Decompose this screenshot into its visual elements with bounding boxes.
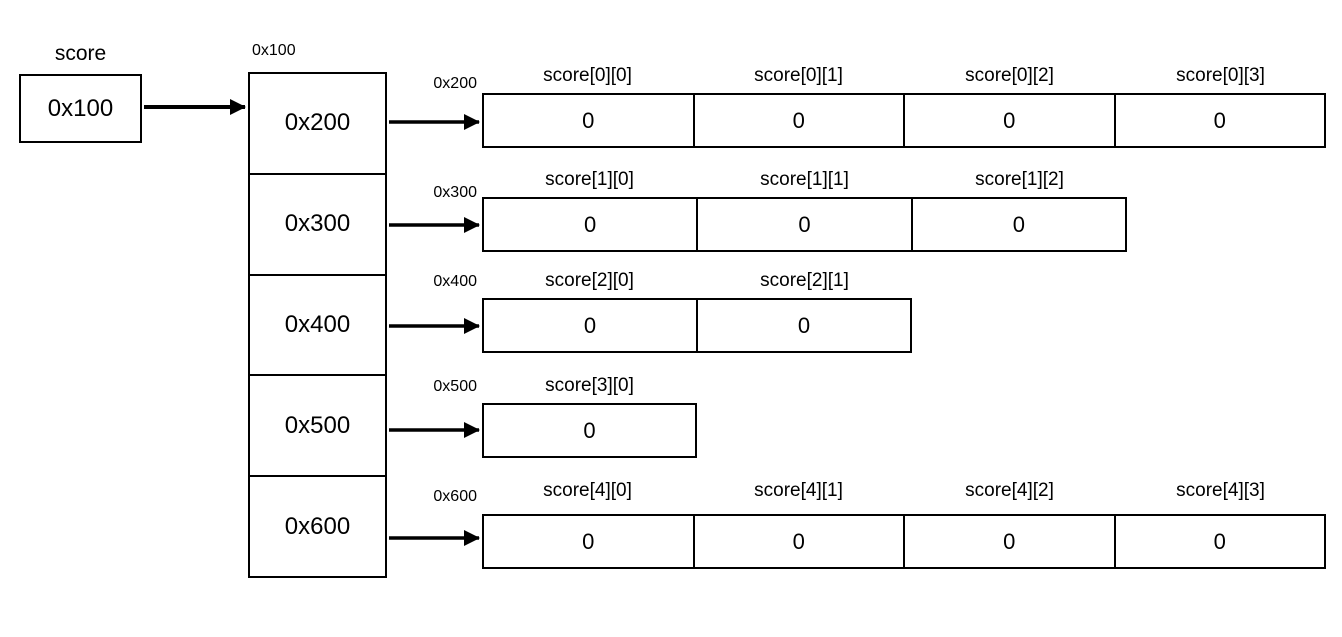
- row-0-header-2: score[0][2]: [965, 65, 1054, 86]
- row-4-header-0: score[4][0]: [543, 480, 632, 501]
- row-1-cell-1: 0: [696, 199, 910, 250]
- row-0-cell-2: 0: [903, 95, 1114, 146]
- row-4-header-2: score[4][2]: [965, 480, 1054, 501]
- row-1-header-1: score[1][1]: [760, 169, 849, 190]
- row-4-header-1: score[4][1]: [754, 480, 843, 501]
- row-2-array-box: 0 0: [482, 298, 912, 353]
- pointer-array-address-label: 0x100: [252, 42, 296, 59]
- row-0-address-label: 0x200: [433, 75, 477, 92]
- score-pointer-value: 0x100: [47, 94, 114, 122]
- row-3-cell-0: 0: [583, 417, 596, 443]
- row-0-headers: score[0][0] score[0][1] score[0][2] scor…: [482, 65, 1326, 89]
- pointer-array-cell-2: 0x400: [250, 273, 385, 375]
- row-4-cell-0: 0: [582, 528, 595, 554]
- row-0-cell-0: 0: [582, 107, 595, 133]
- row-4-header-3: score[4][3]: [1176, 480, 1265, 501]
- row-2-cell-1: 0: [696, 300, 910, 351]
- row-3-header-0: score[3][0]: [545, 375, 634, 396]
- row-2-address-label: 0x400: [433, 273, 477, 290]
- row-1-address-label: 0x300: [433, 184, 477, 201]
- row-0-array-box: 0 0 0 0: [482, 93, 1326, 148]
- pointer-array-box: 0x200 0x300 0x400 0x500 0x600: [248, 72, 387, 578]
- row-2-header-1: score[2][1]: [760, 270, 849, 291]
- row-0-cell-1: 0: [692, 95, 904, 146]
- row-1-cell-2: 0: [910, 199, 1125, 250]
- score-pointer-box: 0x100: [19, 74, 142, 143]
- row-4-cell-3: 0: [1113, 516, 1325, 567]
- row-0-header-0: score[0][0]: [543, 65, 632, 86]
- row-2-cell-0: 0: [583, 312, 597, 338]
- row-4-cell-2: 0: [903, 516, 1114, 567]
- pointer-array-cell-4: 0x600: [250, 475, 385, 576]
- pointer-array-cell-3: 0x500: [250, 374, 385, 475]
- pointer-array-cell-1: 0x300: [250, 172, 385, 274]
- row-2-header-0: score[2][0]: [545, 270, 634, 291]
- row-3-array-box: 0: [482, 403, 697, 458]
- row-1-header-0: score[1][0]: [545, 169, 634, 190]
- row-1-header-2: score[1][2]: [975, 169, 1064, 190]
- row-3-headers: score[3][0]: [482, 375, 697, 399]
- row-4-cell-1: 0: [692, 516, 904, 567]
- row-1-cell-0: 0: [584, 211, 597, 237]
- row-1-array-box: 0 0 0: [482, 197, 1127, 252]
- row-4-headers: score[4][0] score[4][1] score[4][2] scor…: [482, 480, 1326, 504]
- row-2-headers: score[2][0] score[2][1]: [482, 270, 912, 294]
- row-0-cell-3: 0: [1113, 95, 1325, 146]
- score-variable-label: score: [54, 42, 107, 65]
- row-1-headers: score[1][0] score[1][1] score[1][2]: [482, 169, 1127, 193]
- row-4-address-label: 0x600: [433, 488, 477, 505]
- row-0-header-1: score[0][1]: [754, 65, 843, 86]
- row-4-array-box: 0 0 0 0: [482, 514, 1326, 569]
- pointer-array-cell-0: 0x200: [284, 109, 351, 137]
- row-3-address-label: 0x500: [433, 378, 477, 395]
- row-0-header-3: score[0][3]: [1176, 65, 1265, 86]
